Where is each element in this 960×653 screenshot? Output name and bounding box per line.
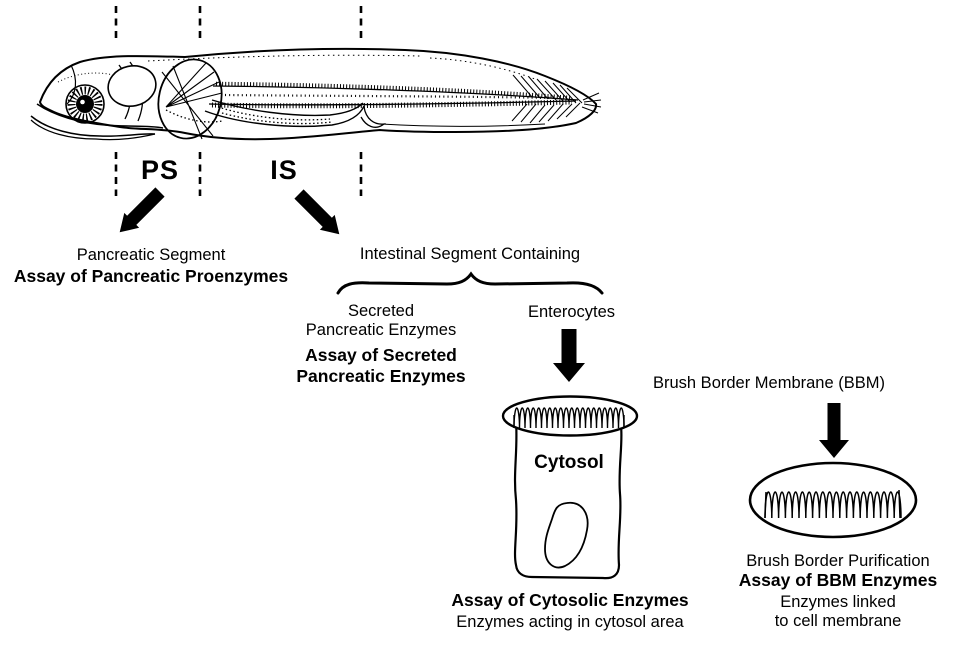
is-arrow-icon [294,189,340,235]
nucleus [544,502,589,569]
intestinal-segment-title: Intestinal Segment Containing [359,245,581,263]
enterocytes-label: Enterocytes [527,303,616,321]
segment-label-is: IS [270,155,298,185]
bbm-arrow-icon [819,403,849,458]
flow-arrows [119,187,849,458]
fish-larva-illustration [30,47,602,141]
segment-label-ps: PS [140,155,180,185]
bbm-vesicle-diagram [748,461,918,539]
bbm-note-line2: to cell membrane [774,612,902,630]
enterocytes-arrow-icon [553,329,585,382]
ps-arrow-icon [119,187,165,233]
cytosolic-assay-label: Assay of Cytosolic Enzymes [451,590,689,610]
cytosolic-note-label: Enzymes acting in cytosol area [456,613,684,631]
cytosol-label: Cytosol [534,452,604,473]
enterocyte-cell-diagram [501,395,639,580]
brush-border-comb [513,407,625,429]
bbm-purification-label: Brush Border Purification [746,552,930,570]
pancreatic-segment-label: Pancreatic Segment [76,246,226,264]
bbm-assay-label: Assay of BBM Enzymes [738,570,938,590]
bbm-title: Brush Border Membrane (BBM) [653,374,885,392]
pancreatic-assay-label: Assay of Pancreatic Proenzymes [13,266,289,286]
segment-divider-lines-icon [114,6,363,196]
secreted-enzymes-line1: Secreted [347,302,415,320]
assay-secreted-line1: Assay of Secreted [305,345,457,365]
bbm-comb [764,491,902,519]
secreted-enzymes-line2: Pancreatic Enzymes [305,321,457,339]
bbm-note-line1: Enzymes linked [780,593,896,611]
grouping-brace-icon [336,271,604,295]
assay-secreted-line2: Pancreatic Enzymes [296,366,466,386]
